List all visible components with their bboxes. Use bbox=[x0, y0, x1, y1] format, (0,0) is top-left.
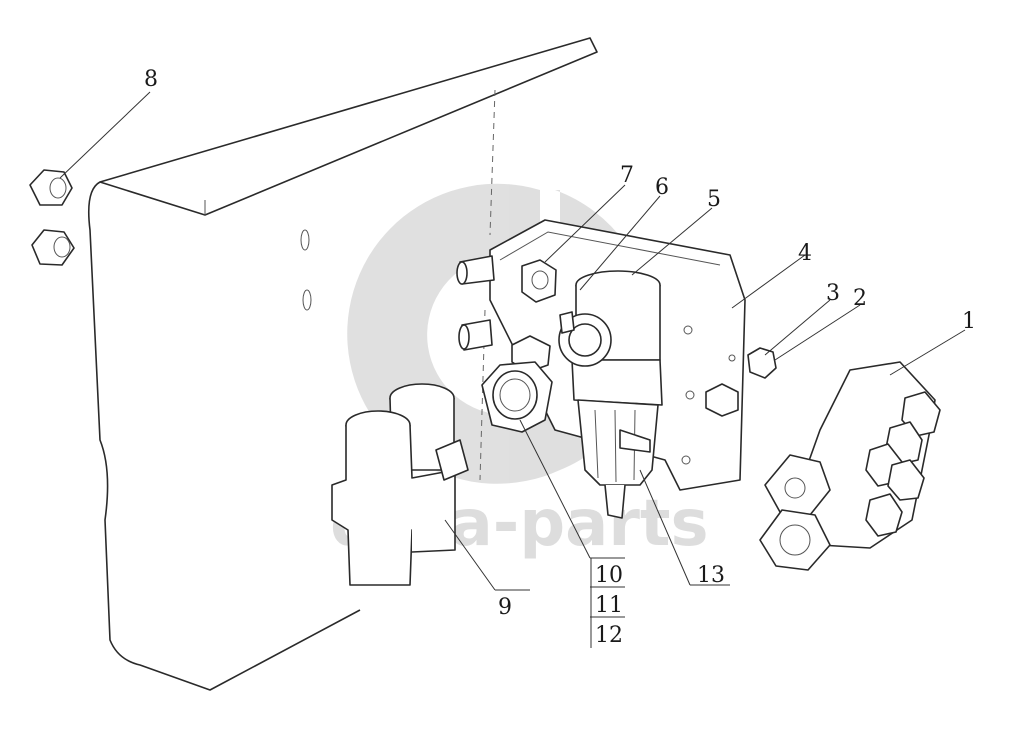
callout-12: 12 bbox=[595, 623, 623, 648]
callout-4: 4 bbox=[798, 241, 812, 266]
part-5-valve bbox=[558, 270, 663, 519]
callout-2: 2 bbox=[853, 286, 867, 311]
callout-1: 1 bbox=[962, 309, 976, 334]
part-1-manifold bbox=[759, 361, 941, 571]
part-2-3-nuts bbox=[705, 347, 777, 417]
leader-lines bbox=[59, 91, 966, 648]
part-10-nut bbox=[481, 361, 553, 433]
callout-7: 7 bbox=[620, 163, 634, 188]
callout-5: 5 bbox=[707, 187, 721, 212]
part-9-tee bbox=[331, 383, 469, 586]
callout-11: 11 bbox=[595, 593, 623, 618]
callout-3: 3 bbox=[826, 281, 840, 306]
callout-8: 8 bbox=[144, 67, 158, 92]
part-8-nuts bbox=[29, 169, 75, 266]
callout-6: 6 bbox=[655, 175, 669, 200]
callout-13: 13 bbox=[697, 563, 725, 588]
mounting-bracket bbox=[87, 37, 598, 691]
callout-9: 9 bbox=[498, 595, 512, 620]
callout-10: 10 bbox=[595, 563, 623, 588]
